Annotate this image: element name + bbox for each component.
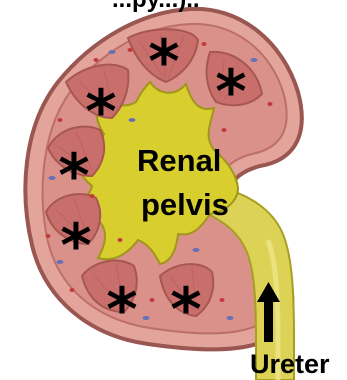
pyramid-asterisk: * [54, 146, 94, 186]
vessel-dot [193, 248, 200, 252]
pyramid-asterisk: * [56, 216, 96, 256]
vessel-dot [46, 234, 51, 238]
vessel-dot [227, 316, 234, 320]
vessel-dot [251, 58, 258, 62]
vessel-dot [129, 118, 136, 122]
renal-pelvis-label-line2: pelvis [141, 189, 229, 220]
vessel-dot [268, 102, 273, 106]
ureter-label: Ureter [250, 351, 330, 378]
renal-pelvis-label-line1: Renal [137, 145, 221, 176]
pyramid-asterisk: * [166, 280, 206, 320]
vessel-dot [150, 298, 155, 302]
vessel-dot [90, 194, 95, 198]
pyramid-asterisk: * [102, 280, 142, 320]
pyramid-asterisk: * [211, 62, 251, 102]
vessel-dot [202, 42, 207, 46]
cropped-title-text: ...py...).. [112, 0, 200, 12]
vessel-dot [94, 58, 99, 62]
vessel-dot [109, 50, 116, 54]
pyramid-asterisk: * [144, 32, 184, 72]
pyramid-asterisk: * [81, 82, 121, 122]
vessel-dot [222, 128, 227, 132]
vessel-dot [118, 238, 123, 242]
vessel-dot [128, 48, 133, 52]
vessel-dot [143, 316, 150, 320]
vessel-dot [220, 298, 225, 302]
vessel-dot [70, 288, 75, 292]
vessel-dot [58, 118, 63, 122]
